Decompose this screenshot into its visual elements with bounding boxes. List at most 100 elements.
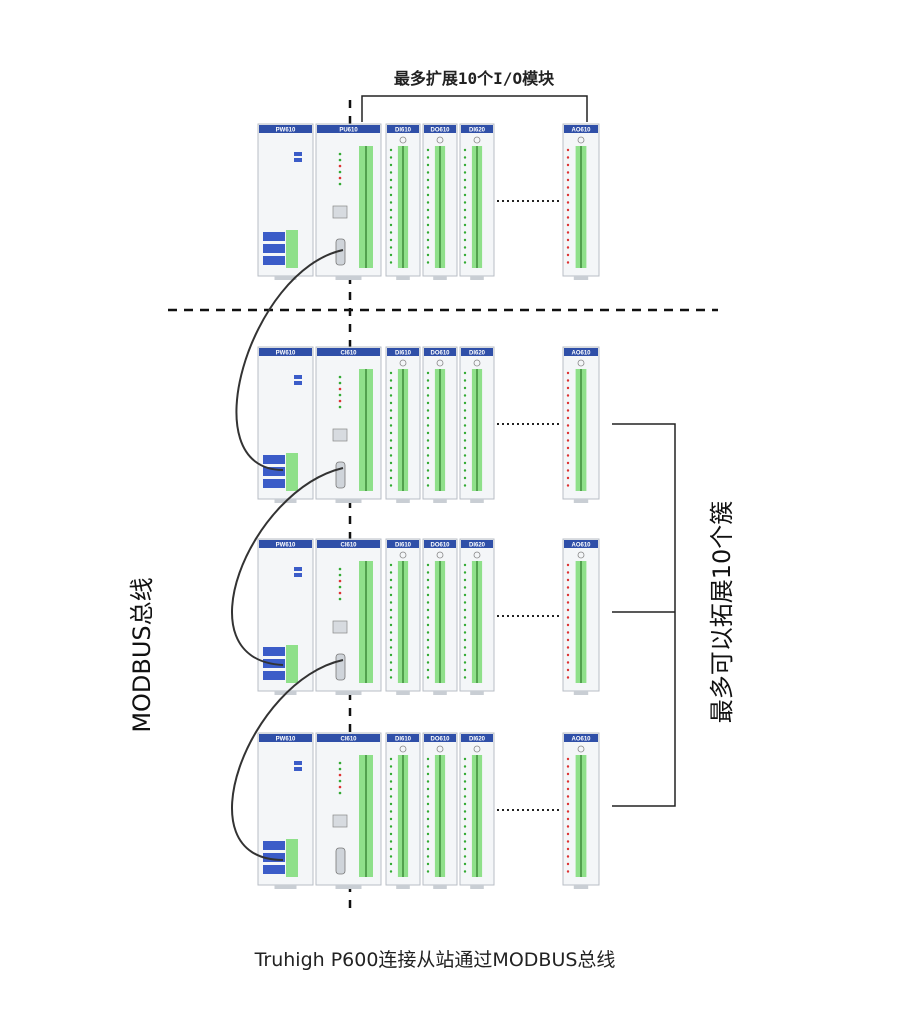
status-led — [426, 253, 430, 257]
module-foot — [274, 885, 297, 889]
status-led — [566, 802, 570, 806]
status-led — [463, 623, 467, 627]
status-led — [389, 586, 393, 589]
power-terminal — [286, 645, 298, 683]
status-led — [389, 563, 393, 567]
status-led — [463, 765, 467, 768]
module-header-bar — [564, 734, 598, 742]
indicator-block — [294, 573, 302, 577]
status-led — [426, 148, 430, 152]
status-led — [566, 186, 570, 189]
status-led — [566, 586, 570, 589]
status-led — [426, 855, 430, 858]
status-led — [566, 409, 570, 412]
status-led — [389, 661, 393, 664]
status-led — [389, 379, 393, 382]
power-terminal — [286, 453, 298, 491]
status-led — [389, 855, 393, 858]
module-pu610: PU610 — [315, 123, 382, 280]
status-led — [566, 661, 570, 664]
module-header-bar — [387, 348, 419, 356]
module-di620: DI620 — [459, 123, 495, 280]
db9-connector — [335, 461, 346, 489]
address-dial — [436, 551, 444, 559]
status-led — [389, 148, 393, 152]
status-led — [463, 178, 467, 182]
status-led — [389, 208, 393, 212]
module-title: CI610 — [340, 737, 357, 743]
status-led — [426, 780, 430, 783]
module-title: PU610 — [339, 128, 358, 134]
module-title: DI610 — [395, 351, 412, 357]
module-title: AO610 — [571, 351, 591, 357]
address-dial — [399, 745, 407, 753]
status-led — [463, 661, 467, 664]
module-title: PW610 — [276, 128, 296, 134]
status-led — [566, 208, 570, 212]
status-led — [566, 855, 570, 858]
status-led — [463, 832, 467, 836]
status-led — [463, 446, 467, 450]
status-led — [426, 156, 430, 159]
status-led — [463, 817, 467, 821]
status-led — [463, 156, 467, 159]
status-led — [426, 802, 430, 806]
status-led — [463, 409, 467, 412]
module-header-bar — [259, 348, 312, 356]
status-led — [463, 795, 467, 798]
status-led — [426, 653, 430, 657]
module-title: DI610 — [395, 128, 412, 134]
status-led — [426, 870, 430, 873]
indicator-block — [294, 761, 302, 765]
module-ao610: AO610 — [562, 732, 600, 889]
status-led — [338, 597, 342, 601]
modbus-bus-label: MODBUS总线 — [128, 577, 156, 732]
module-ci610: CI610 — [315, 346, 382, 503]
status-led — [338, 779, 342, 783]
module-di620: DI620 — [459, 732, 495, 889]
status-led — [389, 216, 393, 219]
power-terminal — [286, 230, 298, 268]
status-led — [566, 623, 570, 627]
status-led — [463, 646, 467, 649]
status-led — [463, 484, 467, 487]
module-pw610: PW610 — [257, 732, 314, 889]
module-header-bar — [317, 348, 380, 356]
status-led — [389, 676, 393, 679]
status-led — [463, 601, 467, 604]
module-header-bar — [387, 540, 419, 548]
status-led — [338, 387, 342, 391]
status-led — [566, 862, 570, 866]
module-title: DI620 — [469, 543, 486, 549]
module-header-bar — [461, 348, 493, 356]
status-led — [566, 379, 570, 382]
status-led — [463, 469, 467, 472]
module-ao610: AO610 — [562, 123, 600, 280]
status-led — [566, 261, 570, 264]
module-pw610: PW610 — [257, 123, 314, 280]
status-led — [426, 394, 430, 397]
status-led — [463, 668, 467, 672]
status-led — [426, 223, 430, 227]
status-led — [338, 399, 342, 403]
module-header-bar — [424, 348, 456, 356]
ethernet-port — [332, 205, 348, 219]
module-title: AO610 — [571, 737, 591, 743]
status-led — [566, 371, 570, 375]
status-led — [426, 623, 430, 627]
module-title: AO610 — [571, 543, 591, 549]
address-dial — [473, 359, 481, 367]
status-led — [463, 148, 467, 152]
ethernet-port — [332, 428, 348, 442]
status-led — [389, 409, 393, 412]
status-led — [426, 216, 430, 219]
status-led — [338, 761, 342, 765]
status-led — [426, 201, 430, 204]
status-led — [389, 601, 393, 604]
status-led — [389, 653, 393, 657]
indicator-block — [294, 152, 302, 156]
status-led — [389, 578, 393, 582]
status-led — [426, 386, 430, 390]
status-led — [389, 186, 393, 189]
